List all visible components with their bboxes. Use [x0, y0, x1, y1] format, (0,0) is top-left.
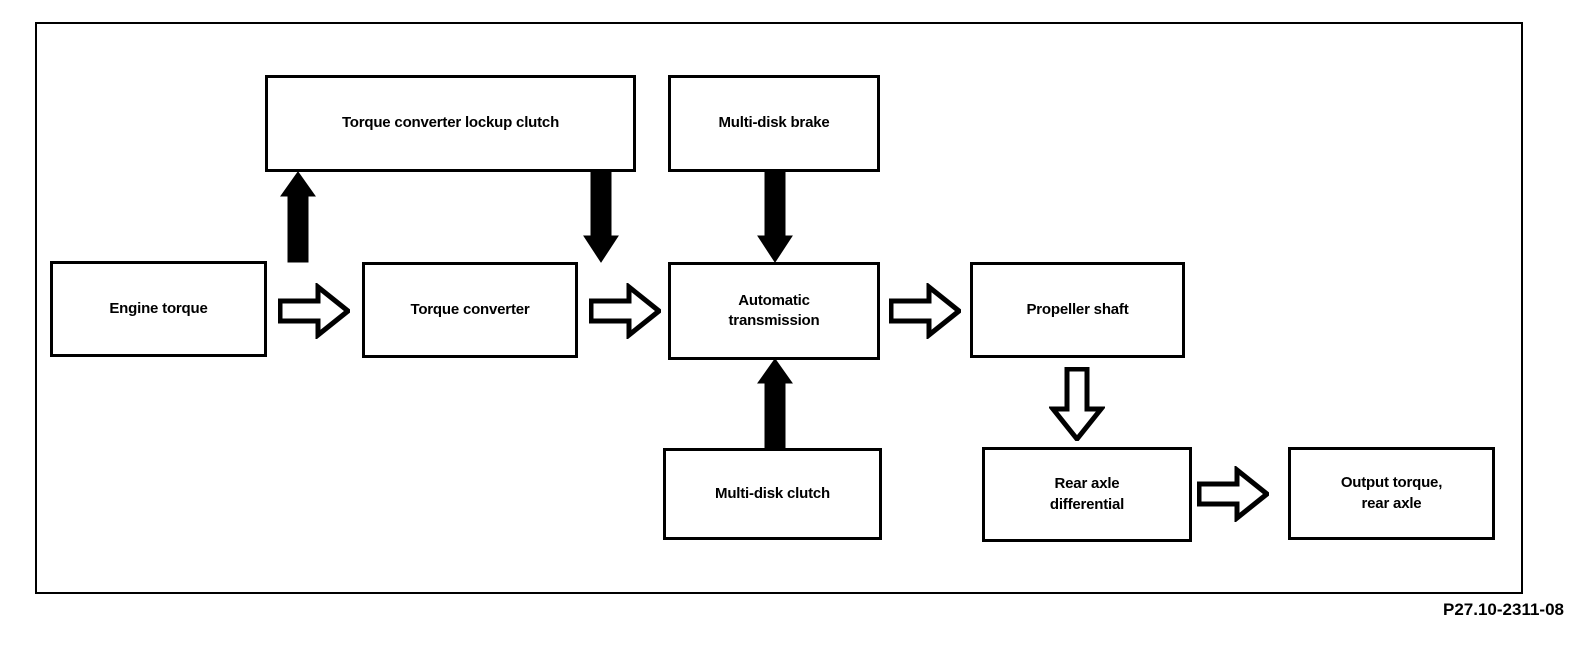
- node-rear-axle-differential-label-line1: Rear axle: [1054, 475, 1120, 493]
- node-propeller-shaft: Propeller shaft: [970, 262, 1185, 358]
- node-output-torque-label-line1: Output torque,: [1340, 474, 1443, 492]
- node-torque-converter: Torque converter: [362, 262, 578, 358]
- node-torque-converter-label: Torque converter: [410, 300, 530, 318]
- connector-propeller-to-differential: [1049, 367, 1105, 441]
- connector-clutch-to-transmission: [757, 357, 793, 451]
- node-rear-axle-differential: Rear axle differential: [982, 447, 1192, 542]
- node-automatic-transmission-label-line1: Automatic: [738, 291, 810, 309]
- node-output-torque: Output torque, rear axle: [1288, 447, 1495, 540]
- node-propeller-shaft-label: Propeller shaft: [1026, 300, 1129, 318]
- node-multi-disk-brake: Multi-disk brake: [668, 75, 880, 172]
- node-lockup-clutch-label: Torque converter lockup clutch: [341, 114, 560, 132]
- connector-converter-to-lockup-clutch: [280, 170, 316, 264]
- node-multi-disk-brake-label: Multi-disk brake: [718, 114, 830, 132]
- diagram-caption: P27.10-2311-08: [1443, 600, 1564, 619]
- node-engine-torque: Engine torque: [50, 261, 267, 357]
- connector-lockup-clutch-to-converter: [583, 170, 619, 264]
- node-automatic-transmission-label-line2: transmission: [728, 312, 820, 329]
- node-rear-axle-differential-label-line2: differential: [1049, 495, 1125, 513]
- connector-differential-to-output: [1197, 466, 1269, 522]
- connector-brake-to-transmission: [757, 170, 793, 264]
- connector-engine-to-converter: [278, 283, 350, 339]
- connector-converter-to-transmission: [589, 283, 661, 339]
- node-automatic-transmission: Automatic transmission: [668, 262, 880, 360]
- connector-transmission-to-propeller: [889, 283, 961, 339]
- node-lockup-clutch: Torque converter lockup clutch: [265, 75, 636, 172]
- node-engine-torque-label: Engine torque: [109, 299, 208, 317]
- node-output-torque-label-line2: rear axle: [1361, 494, 1422, 512]
- node-multi-disk-clutch: Multi-disk clutch: [663, 448, 882, 540]
- node-multi-disk-clutch-label: Multi-disk clutch: [715, 484, 830, 502]
